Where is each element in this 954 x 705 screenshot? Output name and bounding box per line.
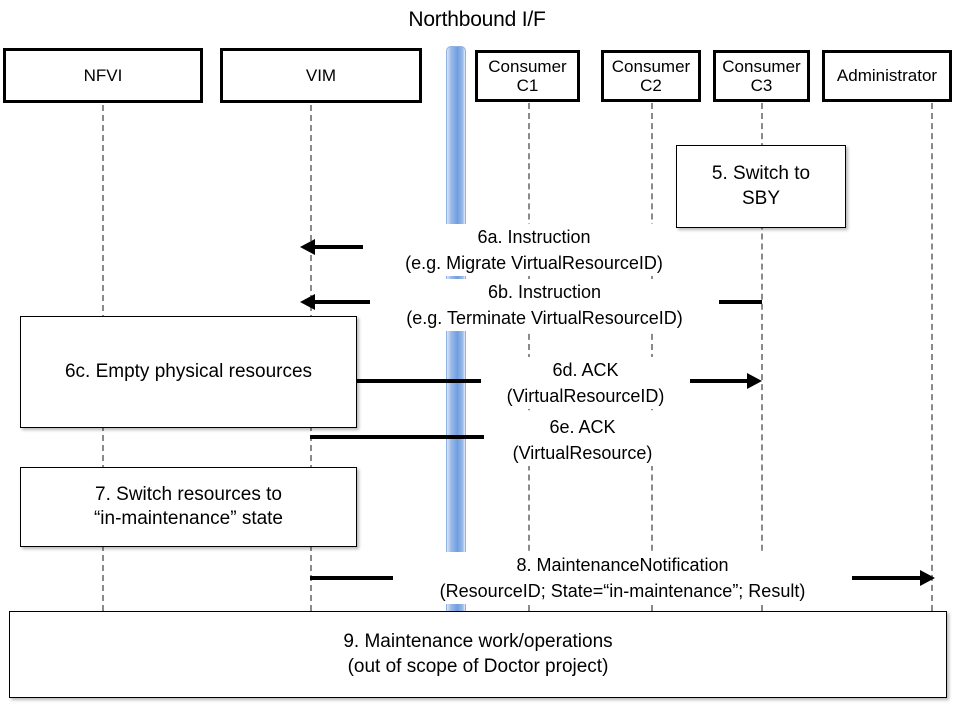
note-text: 9. Maintenance work/operations (out of s… (343, 631, 613, 677)
lifeline-admin (931, 103, 933, 611)
note-text: 5. Switch to SBY (711, 163, 811, 209)
participant-administrator[interactable]: Administrator (822, 50, 952, 102)
participant-label: NFVI (83, 65, 123, 85)
message-line-6e (310, 435, 639, 439)
note-text: 7. Switch resources to “in-maintenance” … (93, 483, 284, 529)
arrow-head-6d (747, 373, 762, 389)
participant-consumer-c1[interactable]: Consumer C1 (475, 50, 580, 102)
participant-label: Consumer C2 (611, 56, 691, 95)
note-switch-resources-in-maintenance[interactable]: 7. Switch resources to “in-maintenance” … (20, 467, 357, 547)
participant-label: Administrator (836, 66, 938, 86)
participant-vim[interactable]: VIM (220, 48, 422, 103)
note-switch-to-sby[interactable]: 5. Switch to SBY (676, 145, 846, 228)
note-maintenance-work-operations[interactable]: 9. Maintenance work/operations (out of s… (9, 611, 947, 698)
participant-nfvi[interactable]: NFVI (3, 48, 203, 103)
note-empty-physical-resources[interactable]: 6c. Empty physical resources (20, 316, 357, 428)
message-label-6a: 6a. Instruction (e.g. Migrate VirtualRes… (363, 224, 705, 277)
participant-consumer-c3[interactable]: Consumer C3 (713, 50, 810, 102)
participant-label: VIM (305, 65, 337, 85)
message-label-6e: 6e. ACK (VirtualResource) (484, 414, 681, 467)
arrow-head-6b (300, 294, 315, 310)
arrow-head-6a (300, 239, 315, 255)
participant-consumer-c2[interactable]: Consumer C2 (601, 50, 701, 102)
note-text: 6c. Empty physical resources (64, 360, 313, 382)
message-label-6b: 6b. Instruction (e.g. Terminate VirtualR… (370, 279, 719, 332)
lifeline-c3 (761, 103, 763, 611)
diagram-title: Northbound I/F (408, 8, 546, 31)
arrow-head-8 (920, 570, 935, 586)
participant-label: Consumer C3 (722, 56, 801, 95)
participant-label: Consumer C1 (488, 56, 567, 95)
message-label-8: 8. MaintenanceNotification (ResourceID; … (393, 552, 852, 605)
message-label-6d: 6d. ACK (VirtualResourceID) (481, 357, 690, 410)
